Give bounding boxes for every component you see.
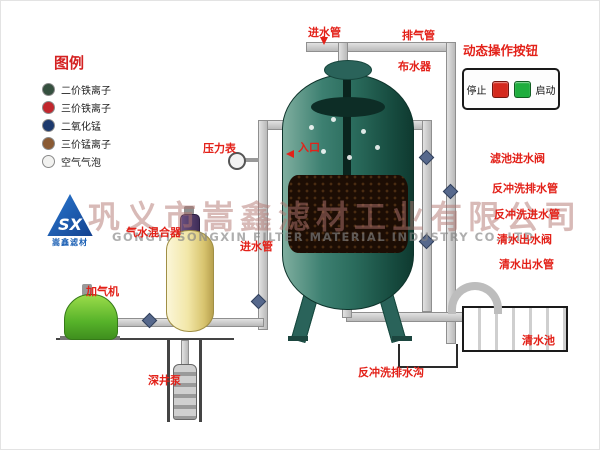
ground-line <box>56 338 234 340</box>
label-clean-water-tank: 清水池 <box>522 334 555 347</box>
legend-item-label: 三价铁离子 <box>61 103 111 115</box>
label-gas-water-mixer: 气水混合器 <box>126 226 181 239</box>
air-bubble-icon <box>321 149 326 154</box>
air-bubble-icon <box>375 145 380 150</box>
label-water-distributor: 布水器 <box>398 60 431 73</box>
tank-foot <box>392 336 412 341</box>
outlet-arch-pipe <box>448 282 502 314</box>
start-button-label: 启动 <box>535 85 556 97</box>
bottom-outlet-pipe <box>346 312 464 322</box>
well-wall <box>167 340 170 422</box>
gauge-stem <box>243 158 259 162</box>
company-logo: SX 嵩鑫滤材 <box>38 194 102 248</box>
legend: 图例 二价铁离子 三价铁离子 二氧化锰 三价锰离子 空气气泡 <box>42 52 111 170</box>
legend-item-label: 二氧化锰 <box>61 121 101 133</box>
legend-title: 图例 <box>54 54 85 72</box>
backwash-drain-ditch <box>398 344 458 368</box>
label-deep-well-pump: 深井泵 <box>148 374 181 387</box>
label-inlet: 入口 <box>298 141 320 154</box>
internal-center-pipe <box>343 77 351 177</box>
legend-item: 三价锰离子 <box>42 134 111 152</box>
label-clean-water-outlet-valve: 清水出水阀 <box>497 233 552 246</box>
filter-vessel <box>282 74 414 310</box>
legend-item-label: 空气气泡 <box>61 157 101 169</box>
top-inlet-pipe <box>306 42 456 52</box>
manganese-dioxide-dot-icon <box>42 118 55 132</box>
ferric-ion-dot-icon <box>42 100 55 114</box>
well-wall <box>199 340 202 422</box>
manganic-ion-dot-icon <box>42 136 55 150</box>
pressure-gauge-icon <box>228 152 246 170</box>
mixer-top-fitting <box>184 206 194 215</box>
aerator-machine <box>64 294 118 340</box>
start-button <box>513 80 531 98</box>
water-distributor <box>311 97 385 117</box>
air-bubble-icon <box>347 155 352 160</box>
label-backwash-drain-ditch: 反冲洗排水沟 <box>358 366 424 379</box>
watermark-english: GONGYI SONGXIN FILTER MATERIAL INDUSTRY … <box>112 230 535 244</box>
stop-button <box>491 80 509 98</box>
label-pressure-gauge: 压力表 <box>203 142 236 155</box>
air-bubble-dot-icon <box>42 154 55 168</box>
control-panel-title: 动态操作按钮 <box>463 43 539 58</box>
deep-well-pump-body <box>173 364 197 420</box>
legend-item: 二氧化锰 <box>42 116 111 134</box>
logo-caption: 嵩鑫滤材 <box>52 238 88 247</box>
outlet-riser-pipe <box>422 120 432 312</box>
air-bubble-icon <box>361 129 366 134</box>
legend-item: 二价铁离子 <box>42 80 111 98</box>
air-bubble-icon <box>309 125 314 130</box>
label-aerator: 加气机 <box>86 285 119 298</box>
label-backwash-drain-pipe: 反冲洗排水管 <box>492 182 558 195</box>
tank-foot <box>288 336 308 341</box>
legend-item-label: 三价锰离子 <box>61 139 111 151</box>
filter-media-bed <box>288 175 408 253</box>
label-inlet-pipe-top: 进水管 <box>308 26 341 39</box>
stop-button-label: 停止 <box>466 85 487 97</box>
inlet-arrow-icon <box>286 150 294 158</box>
label-inlet-pipe-side: 进水管 <box>240 240 273 253</box>
control-panel: 停止 启动 <box>462 68 560 110</box>
label-exhaust-pipe: 排气管 <box>402 29 435 42</box>
tank-top-cap <box>324 60 372 80</box>
aerator-top-fitting <box>82 284 92 296</box>
down-arrow-icon <box>320 37 328 45</box>
ferrous-ion-dot-icon <box>42 82 55 96</box>
air-bubble-icon <box>331 117 336 122</box>
legend-item-label: 二价铁离子 <box>61 85 111 97</box>
label-clean-water-outlet-pipe: 清水出水管 <box>499 258 554 271</box>
pump-column-pipe <box>181 340 189 367</box>
watermark-chinese: 巩义市嵩鑫滤材工业有限公司 <box>88 198 583 236</box>
legend-item: 三价铁离子 <box>42 98 111 116</box>
gas-water-mixer-vessel <box>166 230 214 332</box>
legend-item: 空气气泡 <box>42 152 111 170</box>
label-backwash-inlet-pipe: 反冲洗进水管 <box>494 208 560 221</box>
inlet-riser-pipe <box>258 120 268 330</box>
label-filter-inlet-valve: 滤池进水阀 <box>490 152 545 165</box>
